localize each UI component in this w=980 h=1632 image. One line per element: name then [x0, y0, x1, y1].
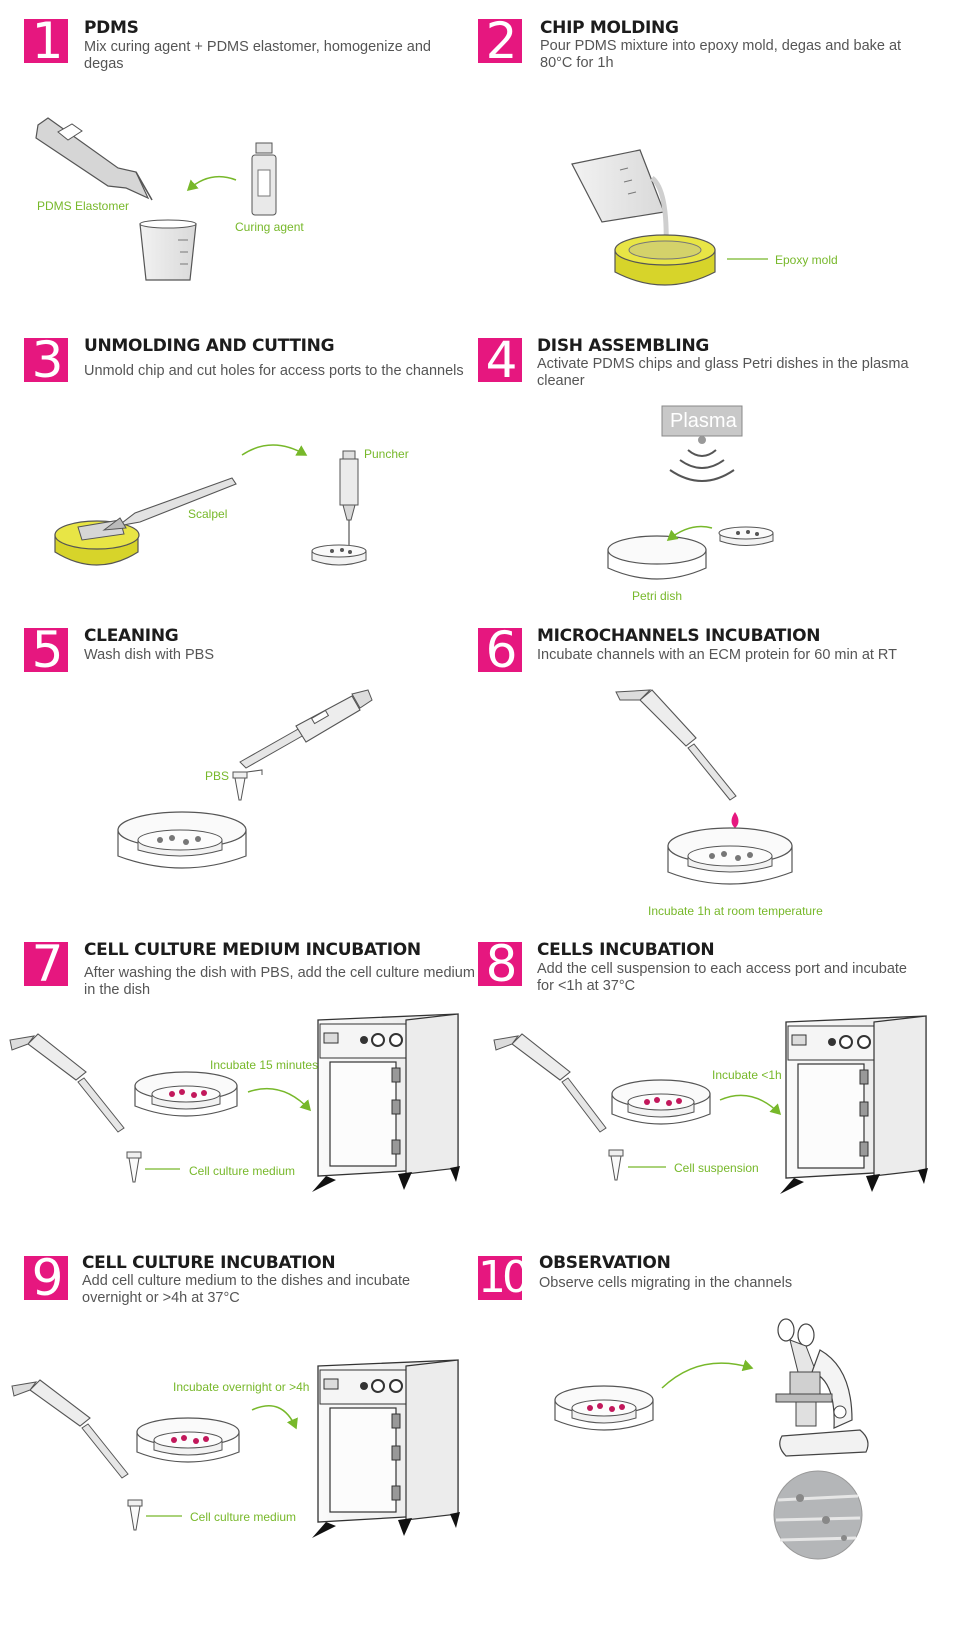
- label-incubate-15: Incubate 15 minutes: [210, 1058, 319, 1072]
- plasma-cleaner-icon: [661, 405, 743, 482]
- step-title: MICROCHANNELS INCUBATION: [537, 626, 821, 646]
- puncher-icon: [339, 450, 359, 550]
- pdms-elastomer-tube-icon: [35, 117, 153, 201]
- label-cell-suspension: Cell suspension: [674, 1161, 759, 1175]
- drop-icon: [731, 812, 739, 828]
- step-title: CELL CULTURE INCUBATION: [82, 1253, 336, 1273]
- arrow-icon: [661, 1359, 754, 1389]
- step-description: Add the cell suspension to each access p…: [537, 961, 907, 994]
- arrow-icon: [241, 444, 308, 456]
- label-cell-culture-medium: Cell culture medium: [189, 1164, 296, 1178]
- pipette-icon: [239, 689, 373, 769]
- step-title: CELLS INCUBATION: [537, 940, 715, 960]
- pdms-chip-icon: [311, 544, 367, 566]
- petri-dish-with-chip-icon: [134, 1071, 238, 1117]
- step-number-badge: 9: [24, 1250, 68, 1306]
- step-title: UNMOLDING AND CUTTING: [84, 336, 335, 356]
- label-incubate-rt: Incubate 1h at room temperature: [648, 904, 823, 918]
- step-number-badge: 3: [24, 332, 68, 388]
- petri-dish-with-chip-icon: [136, 1417, 240, 1463]
- petri-dish-with-chip-icon: [611, 1079, 711, 1125]
- step-description: Add cell culture medium to the dishes an…: [82, 1273, 411, 1306]
- label-incubate-1h: Incubate <1h: [712, 1068, 782, 1082]
- label-epoxy-mold: Epoxy mold: [775, 253, 838, 267]
- step-description: Wash dish with PBS: [84, 647, 215, 663]
- step-title: CHIP MOLDING: [540, 18, 679, 38]
- petri-dish-with-chip-icon: [554, 1385, 654, 1431]
- step-description: Unmold chip and cut holes for access por…: [84, 363, 464, 379]
- step-description: Incubate channels with an ECM protein fo…: [537, 647, 898, 663]
- step-number-badge: 5: [24, 622, 68, 678]
- label-pdms-elastomer: PDMS Elastomer: [37, 199, 130, 213]
- tube-icon: [126, 1151, 142, 1183]
- pipette-icon: [615, 689, 737, 801]
- label-scalpel: Scalpel: [188, 507, 228, 521]
- step-number-badge: 10: [478, 1252, 530, 1303]
- step-title: PDMS: [84, 18, 139, 38]
- incubator-icon: [312, 1359, 460, 1538]
- arrow-icon: [186, 175, 237, 192]
- incubator-icon: [780, 1015, 928, 1194]
- tube-icon: [608, 1149, 624, 1181]
- step-title: OBSERVATION: [539, 1253, 671, 1273]
- step-number-badge: 6: [478, 622, 522, 678]
- petri-dish-icon: [607, 535, 707, 580]
- pipette-icon: [9, 1033, 125, 1133]
- step-description: Observe cells migrating in the channels: [539, 1275, 793, 1291]
- microscope-icon: [775, 1318, 869, 1457]
- arrow-icon: [247, 1087, 312, 1112]
- tube-icon: [232, 769, 263, 801]
- petri-dish-with-chip-icon: [117, 811, 247, 869]
- curing-agent-bottle-icon: [251, 142, 277, 216]
- step-description: Mix curing agent + PDMS elastomer, homog…: [84, 39, 431, 72]
- label-incubate-overnight: Incubate overnight or >4h: [173, 1380, 310, 1394]
- label-cell-culture-medium: Cell culture medium: [190, 1510, 297, 1524]
- step-description: Pour PDMS mixture into epoxy mold, degas…: [540, 38, 902, 71]
- step-number-badge: 4: [478, 332, 522, 388]
- label-puncher: Puncher: [364, 447, 409, 461]
- step-number-badge: 2: [478, 13, 522, 69]
- step-title: CLEANING: [84, 626, 179, 646]
- step-number-badge: 8: [478, 936, 522, 992]
- label-plasma: Plasma: [670, 410, 737, 432]
- pdms-chip-icon: [718, 526, 774, 546]
- label-pbs: PBS: [205, 769, 230, 783]
- epoxy-mold-icon: [614, 234, 716, 286]
- petri-dish-with-chip-icon: [667, 827, 793, 885]
- pipette-icon: [493, 1033, 607, 1133]
- beaker-icon: [139, 219, 197, 281]
- pipette-icon: [11, 1379, 129, 1479]
- label-petri-dish: Petri dish: [632, 589, 683, 603]
- label-curing-agent: Curing agent: [235, 220, 304, 234]
- incubator-icon: [312, 1013, 460, 1192]
- arrow-icon: [719, 1094, 782, 1116]
- arrow-icon: [251, 1405, 298, 1430]
- step-title: DISH ASSEMBLING: [537, 336, 710, 356]
- microscopy-image-icon: [773, 1470, 863, 1560]
- step-number-badge: 1: [24, 13, 68, 69]
- mold-with-chip-icon: [54, 519, 140, 566]
- arrow-icon: [666, 525, 713, 541]
- step-number-badge: 7: [24, 936, 68, 992]
- step-description: After washing the dish with PBS, add the…: [84, 965, 475, 998]
- tube-icon: [127, 1499, 143, 1531]
- step-title: CELL CULTURE MEDIUM INCUBATION: [84, 940, 421, 960]
- step-description: Activate PDMS chips and glass Petri dish…: [537, 356, 909, 389]
- scalpel-icon: [102, 477, 237, 531]
